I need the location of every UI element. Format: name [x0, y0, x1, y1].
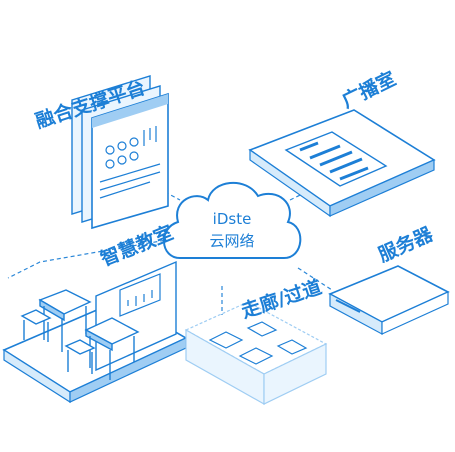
server-label: 服务器 — [375, 222, 437, 267]
connector-classroom — [7, 237, 179, 279]
broadcast-label: 广播室 — [338, 67, 399, 113]
cloud-line1: iDste — [213, 210, 252, 228]
server-node: 服务器 — [328, 222, 450, 336]
cloud-shape — [163, 181, 302, 259]
corridor-node: 走廊/过道 — [184, 275, 328, 406]
corridor-label: 走廊/过道 — [238, 275, 324, 323]
classroom-label: 智慧教室 — [97, 221, 176, 271]
broadcast-node: 广播室 — [248, 67, 436, 218]
cloud: iDste 云网络 — [163, 181, 302, 259]
classroom-node: 智慧教室 — [2, 221, 188, 404]
connector-broadcast — [289, 177, 336, 201]
cloud-line2: 云网络 — [209, 232, 254, 250]
platform-node: 融合支撑平台 — [32, 75, 169, 230]
